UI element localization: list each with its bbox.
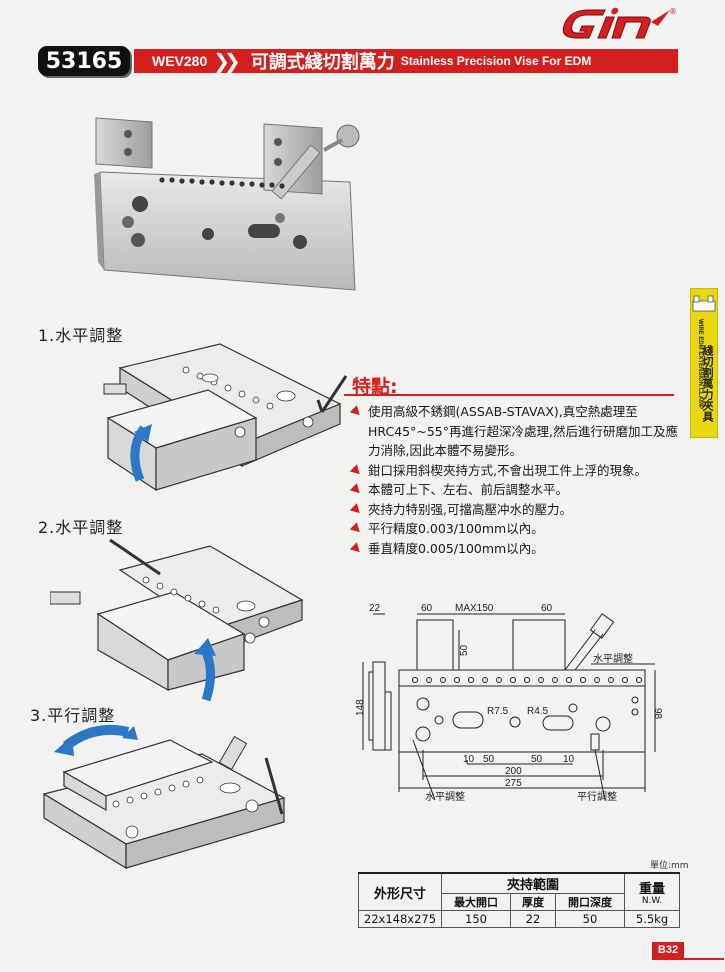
features-title: 特點: (352, 376, 398, 398)
technical-drawing: 22 60 MAX150 60 50 148 R7.5 R4.5 98 10 5… (355, 603, 663, 803)
step-3-title: 3.平行調整 (30, 706, 116, 725)
page-number-rule (652, 958, 724, 960)
header-clamp-range: 夾持範圍 (441, 872, 625, 894)
product-title-en: Stainless Precision Vise For EDM (400, 54, 592, 68)
table-row: 22x148x275 150 22 50 5.5kg (358, 910, 680, 928)
cell-max-open: 150 (441, 910, 511, 928)
header-depth: 開口深度 (555, 893, 625, 911)
label-level-adjust-top: 水平調整 (593, 652, 633, 665)
model-number: 53165 (38, 46, 130, 76)
feature-item: 鉗口採用斜楔夾持方式,不會出現工件上浮的現象。 (349, 461, 682, 481)
unit-label: 單位:mm (650, 861, 689, 871)
step-3-illustration (42, 724, 286, 870)
dim-r4-5: R4.5 (527, 706, 549, 717)
bullet-icon (349, 463, 364, 478)
dim-max150: MAX150 (455, 603, 494, 614)
dim-60-left: 60 (421, 603, 433, 614)
header-max-open: 最大開口 (441, 893, 511, 911)
product-title-zh: 可調式綫切割萬力 (250, 52, 395, 73)
cell-weight: 5.5kg (624, 910, 680, 928)
bullet-icon (349, 502, 364, 517)
dim-200: 200 (505, 766, 522, 777)
cell-thickness: 22 (510, 910, 556, 928)
spec-table: 外形尺寸 夾持範圍 重量 N.W. 最大開口 厚度 開口深度 22x148x27… (358, 872, 680, 928)
bullet-icon (349, 405, 364, 419)
header-weight: 重量 N.W. (624, 872, 680, 911)
dim-22: 22 (369, 603, 381, 614)
side-tab-english: WIRE EDM EXTENSION CLAMP (697, 319, 703, 410)
step-1-illustration (103, 343, 348, 492)
feature-item: 垂直精度0.005/100mm以內。 (349, 539, 682, 559)
header-thickness: 厚度 (510, 893, 556, 911)
cell-size: 22x148x275 (358, 910, 442, 928)
feature-item: 本體可上下、左右、前后調整水平。 (349, 480, 682, 500)
dim-98: 98 (652, 708, 663, 720)
header-nw: N.W. (641, 896, 663, 906)
dim-275: 275 (505, 778, 522, 789)
category-side-tab: WIRE EDM EXTENSION CLAMP 綫切割萬力夾具 (690, 288, 718, 438)
bullet-icon (349, 483, 364, 497)
features-divider (344, 394, 674, 396)
gin-logo-mark (562, 7, 671, 39)
feature-item: 使用高級不銹鋼(ASSAB-STAVAX),真空熱處理至HRC45°~55°再進… (349, 402, 682, 461)
dim-50-b: 50 (531, 754, 543, 765)
dim-50-a: 50 (483, 754, 495, 765)
features-list: 使用高級不銹鋼(ASSAB-STAVAX),真空熱處理至HRC45°~55°再進… (349, 402, 682, 559)
product-code: WEV280 (152, 53, 208, 69)
dim-10-left: 10 (463, 754, 475, 765)
bullet-icon (349, 541, 364, 556)
dim-50-vertical: 50 (459, 644, 470, 656)
product-photo (94, 117, 360, 291)
step-1-title: 1.水平調整 (38, 326, 124, 345)
header-bar: 53165 WEV280 ❯❯ 可調式綫切割萬力 Stainless Preci… (38, 46, 678, 76)
step-2-illustration (50, 538, 304, 702)
feature-item: 夾持力特别强,可擋高壓冲水的壓力。 (349, 500, 682, 520)
step-2-title: 2.水平調整 (38, 518, 124, 537)
slide-arrow-icon (62, 724, 130, 751)
vise-thumbnail-icon (692, 295, 716, 312)
gin-logo: ® (562, 7, 677, 39)
title-bar: WEV280 ❯❯ 可調式綫切割萬力 Stainless Precision V… (134, 49, 678, 73)
bullet-icon (349, 522, 364, 536)
label-parallel-adjust: 平行調整 (577, 790, 617, 803)
label-level-adjust-bottom: 水平調整 (425, 790, 465, 803)
dim-10-right: 10 (563, 754, 575, 765)
chevron-separator-icon: ❯❯ (213, 49, 240, 73)
dim-148: 148 (355, 699, 366, 716)
header-size: 外形尺寸 (358, 872, 442, 911)
registered-mark: ® (669, 7, 677, 16)
dim-r7-5: R7.5 (487, 706, 509, 717)
feature-item: 平行精度0.003/100mm以內。 (349, 519, 682, 539)
cell-depth: 50 (555, 910, 625, 928)
dim-60-right: 60 (541, 603, 553, 614)
side-tab-chinese: 綫切割萬力夾具 (701, 345, 714, 422)
page-number: B32 (652, 942, 684, 958)
